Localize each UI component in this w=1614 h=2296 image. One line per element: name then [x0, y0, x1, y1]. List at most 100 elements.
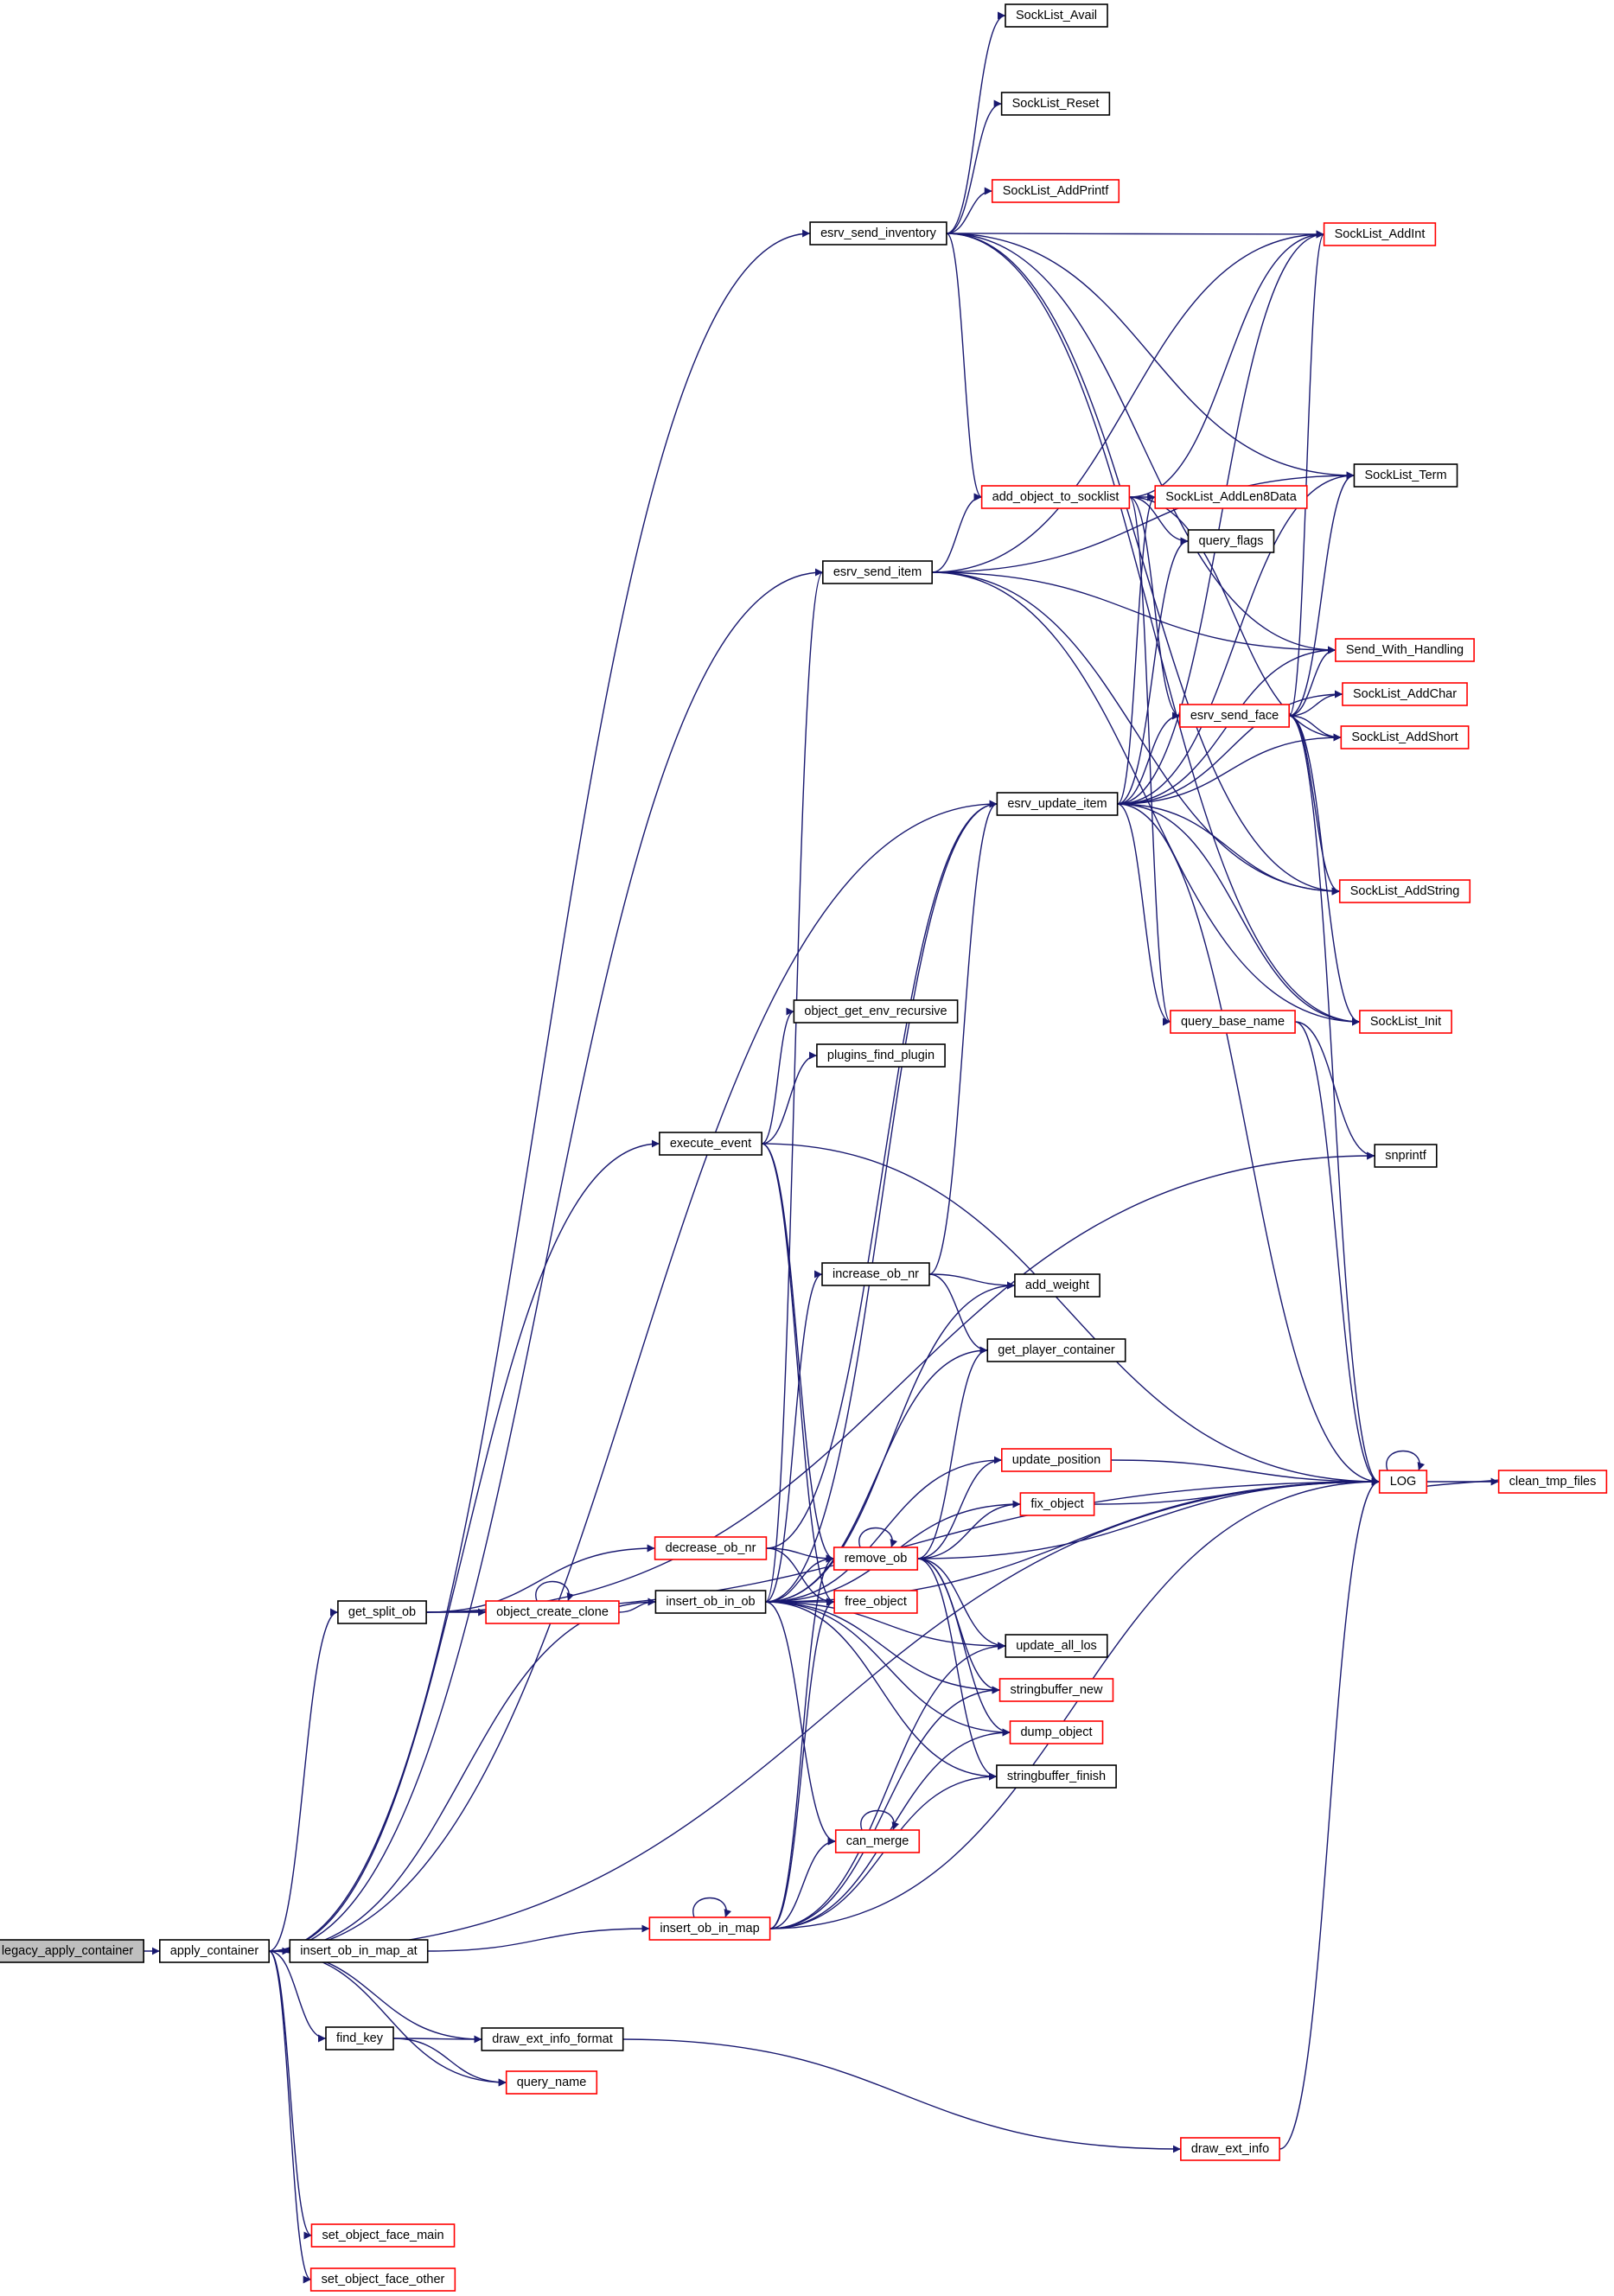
- edge-add-object-to-socklist-to-esrv-send-face: [1129, 496, 1181, 720]
- node-socklist-addstring[interactable]: SockList_AddString: [1338, 879, 1471, 903]
- node-label: snprintf: [1385, 1149, 1427, 1163]
- node-plugins-find-plugin[interactable]: plugins_find_plugin: [816, 1043, 946, 1068]
- node-stringbuffer-finish[interactable]: stringbuffer_finish: [996, 1764, 1117, 1789]
- node-stringbuffer-new[interactable]: stringbuffer_new: [998, 1678, 1114, 1702]
- node-insert-ob-in-map[interactable]: insert_ob_in_map: [648, 1917, 771, 1941]
- node-box: [481, 2027, 624, 2051]
- node-set-object-face-main[interactable]: set_object_face_main: [310, 2223, 456, 2248]
- node-query-base-name[interactable]: query_base_name: [1170, 1010, 1296, 1034]
- node-box: [1374, 1144, 1438, 1168]
- node-label: plugins_find_plugin: [827, 1049, 935, 1062]
- node-apply-container[interactable]: apply_container: [159, 1939, 270, 1963]
- node-label: find_key: [336, 2031, 384, 2045]
- node-socklist-reset[interactable]: SockList_Reset: [1000, 92, 1111, 116]
- node-insert-ob-in-map-at[interactable]: insert_ob_in_map_at: [289, 1939, 429, 1963]
- node-box: [833, 1547, 919, 1571]
- edge-apply-container-to-esrv-update-item: [269, 800, 998, 1952]
- node-socklist-addprintf[interactable]: SockList_AddPrintf: [991, 179, 1120, 203]
- node-can-merge[interactable]: can_merge: [834, 1829, 921, 1853]
- node-log[interactable]: LOG: [1378, 1470, 1428, 1494]
- node-socklist-addchar[interactable]: SockList_AddChar: [1342, 682, 1468, 706]
- node-send-with-handling[interactable]: Send_With_Handling: [1335, 638, 1475, 662]
- edge-insert-ob-in-ob-to-dump-object: [765, 1601, 1011, 1737]
- node-dump-object[interactable]: dump_object: [1009, 1720, 1104, 1744]
- node-query-name[interactable]: query_name: [505, 2070, 598, 2095]
- node-box: [1335, 638, 1475, 662]
- edge-get-split-ob-to-decrease-ob-nr: [426, 1544, 655, 1613]
- node-box: [289, 1939, 429, 1963]
- node-get-player-container[interactable]: get_player_container: [986, 1338, 1126, 1362]
- node-update-all-los[interactable]: update_all_los: [1005, 1634, 1108, 1658]
- node-layer: legacy_apply_container apply_container Soc…: [0, 3, 1608, 2292]
- edge-insert-ob-in-ob-to-update-position: [765, 1456, 1002, 1603]
- node-draw-ext-info[interactable]: draw_ext_info: [1180, 2137, 1280, 2161]
- node-box: [659, 1132, 762, 1156]
- node-box: [310, 2223, 456, 2248]
- node-label: insert_ob_in_map_at: [300, 1944, 417, 1958]
- node-label: insert_ob_in_ob: [666, 1595, 755, 1609]
- node-set-object-face-other[interactable]: set_object_face_other: [309, 2267, 456, 2292]
- node-label: draw_ext_info: [1191, 2142, 1269, 2156]
- node-add-object-to-socklist[interactable]: add_object_to_socklist: [980, 485, 1131, 509]
- node-find-key[interactable]: find_key: [325, 2026, 394, 2050]
- node-socklist-init[interactable]: SockList_Init: [1359, 1010, 1452, 1034]
- node-snprintf[interactable]: snprintf: [1374, 1144, 1438, 1168]
- edge-insert-ob-in-ob-to-stringbuffer-new: [765, 1601, 1000, 1694]
- node-draw-ext-info-format[interactable]: draw_ext_info_format: [481, 2027, 624, 2051]
- node-box: [996, 792, 1119, 816]
- node-socklist-addlen8data[interactable]: SockList_AddLen8Data: [1154, 485, 1308, 509]
- node-box: [822, 560, 933, 584]
- node-box: [1154, 485, 1308, 509]
- node-label: draw_ext_info_format: [492, 2032, 612, 2046]
- node-insert-ob-in-ob[interactable]: insert_ob_in_ob: [654, 1590, 767, 1614]
- edge-insert-ob-in-map-to-free-object: [769, 1598, 835, 1929]
- node-esrv-send-face[interactable]: esrv_send_face: [1179, 704, 1290, 728]
- node-socklist-avail[interactable]: SockList_Avail: [1005, 3, 1108, 28]
- node-decrease-ob-nr[interactable]: decrease_ob_nr: [654, 1536, 768, 1560]
- node-box: [1187, 529, 1275, 553]
- node-increase-ob-nr[interactable]: increase_ob_nr: [821, 1262, 930, 1286]
- edge-insert-ob-in-ob-to-esrv-send-item: [765, 568, 824, 1603]
- node-get-split-ob[interactable]: get_split_ob: [337, 1600, 427, 1624]
- node-socklist-addint[interactable]: SockList_AddInt: [1323, 222, 1437, 246]
- node-execute-event[interactable]: execute_event: [659, 1132, 762, 1156]
- node-object-get-env-recursive[interactable]: object_get_env_recursive: [793, 999, 959, 1024]
- edge-execute-event-to-plugins-find-plugin: [762, 1051, 817, 1145]
- edge-object-create-clone-to-insert-ob-in-ob: [618, 1598, 656, 1613]
- edge-apply-container-to-get-split-ob: [269, 1608, 339, 1952]
- node-esrv-update-item[interactable]: esrv_update_item: [996, 792, 1119, 816]
- node-box: [1359, 1010, 1452, 1034]
- node-label: SockList_AddString: [1350, 884, 1460, 898]
- edge-increase-ob-nr-to-get-player-container: [928, 1273, 988, 1355]
- node-label: apply_container: [170, 1944, 259, 1958]
- edge-apply-container-to-insert-ob-in-ob: [269, 1598, 656, 1952]
- node-legacy-apply-container[interactable]: legacy_apply_container: [0, 1939, 144, 1963]
- node-add-weight[interactable]: add_weight: [1014, 1273, 1100, 1298]
- node-box: [1000, 1448, 1113, 1472]
- node-box: [654, 1536, 768, 1560]
- edge-add-object-to-socklist-to-query-base-name: [1128, 496, 1171, 1026]
- node-box: [991, 179, 1120, 203]
- node-free-object[interactable]: free_object: [833, 1590, 918, 1614]
- node-update-position[interactable]: update_position: [1000, 1448, 1113, 1472]
- node-label: SockList_AddShort: [1351, 730, 1458, 744]
- node-socklist-addshort[interactable]: SockList_AddShort: [1340, 725, 1470, 749]
- edge-add-object-to-socklist-to-socklist-addshort: [1129, 496, 1342, 742]
- node-box: [1014, 1273, 1100, 1298]
- node-fix-object[interactable]: fix_object: [1019, 1492, 1095, 1516]
- edge-layer: [144, 11, 1553, 2284]
- node-remove-ob[interactable]: remove_ob: [833, 1547, 919, 1571]
- node-object-create-clone[interactable]: object_create_clone: [485, 1600, 620, 1624]
- edge-insert-ob-in-map-to-can-merge: [769, 1837, 836, 1929]
- node-box: [1179, 704, 1290, 728]
- node-esrv-send-inventory[interactable]: esrv_send_inventory: [809, 221, 947, 246]
- node-query-flags[interactable]: query_flags: [1187, 529, 1275, 553]
- edge-draw-ext-info-to-log: [1279, 1477, 1380, 2150]
- edge-insert-ob-in-map-to-log: [769, 1477, 1380, 1929]
- node-socklist-term[interactable]: SockList_Term: [1353, 463, 1458, 488]
- node-esrv-send-item[interactable]: esrv_send_item: [822, 560, 933, 584]
- node-box: [1009, 1720, 1104, 1744]
- edge-insert-ob-in-ob-to-update-all-los: [765, 1601, 1006, 1650]
- node-clean-tmp-files[interactable]: clean_tmp_files: [1497, 1470, 1608, 1494]
- node-label: remove_ob: [845, 1552, 908, 1566]
